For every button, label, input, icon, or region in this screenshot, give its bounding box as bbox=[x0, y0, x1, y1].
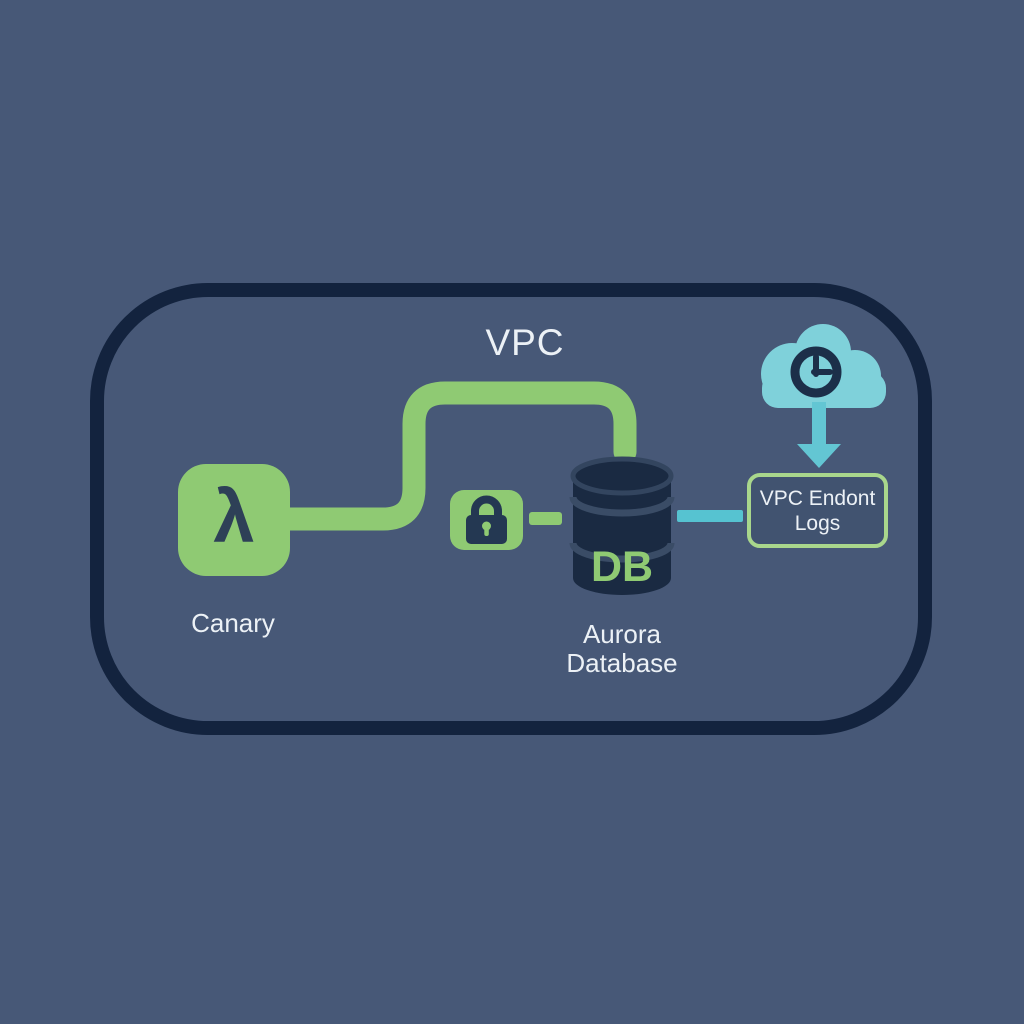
aurora-database-label: Aurora Database bbox=[532, 620, 712, 678]
security-node bbox=[450, 490, 523, 550]
aurora-label-line2: Database bbox=[566, 648, 678, 678]
aurora-label-line1: Aurora bbox=[582, 619, 662, 649]
canary-label: Canary bbox=[191, 608, 275, 638]
vpc-label: VPC bbox=[485, 322, 565, 363]
vpc-boundary bbox=[90, 283, 932, 735]
lock-icon bbox=[466, 495, 507, 544]
db-badge: DB bbox=[590, 543, 654, 591]
endpoint-label-line2: Logs bbox=[794, 511, 841, 535]
lambda-icon: λ bbox=[178, 464, 290, 576]
vpc-endpoint-logs-node: VPC Endont Logs bbox=[747, 473, 888, 548]
endpoint-label-line1: VPC Endont bbox=[759, 486, 876, 510]
lambda-glyph: λ bbox=[213, 475, 255, 558]
